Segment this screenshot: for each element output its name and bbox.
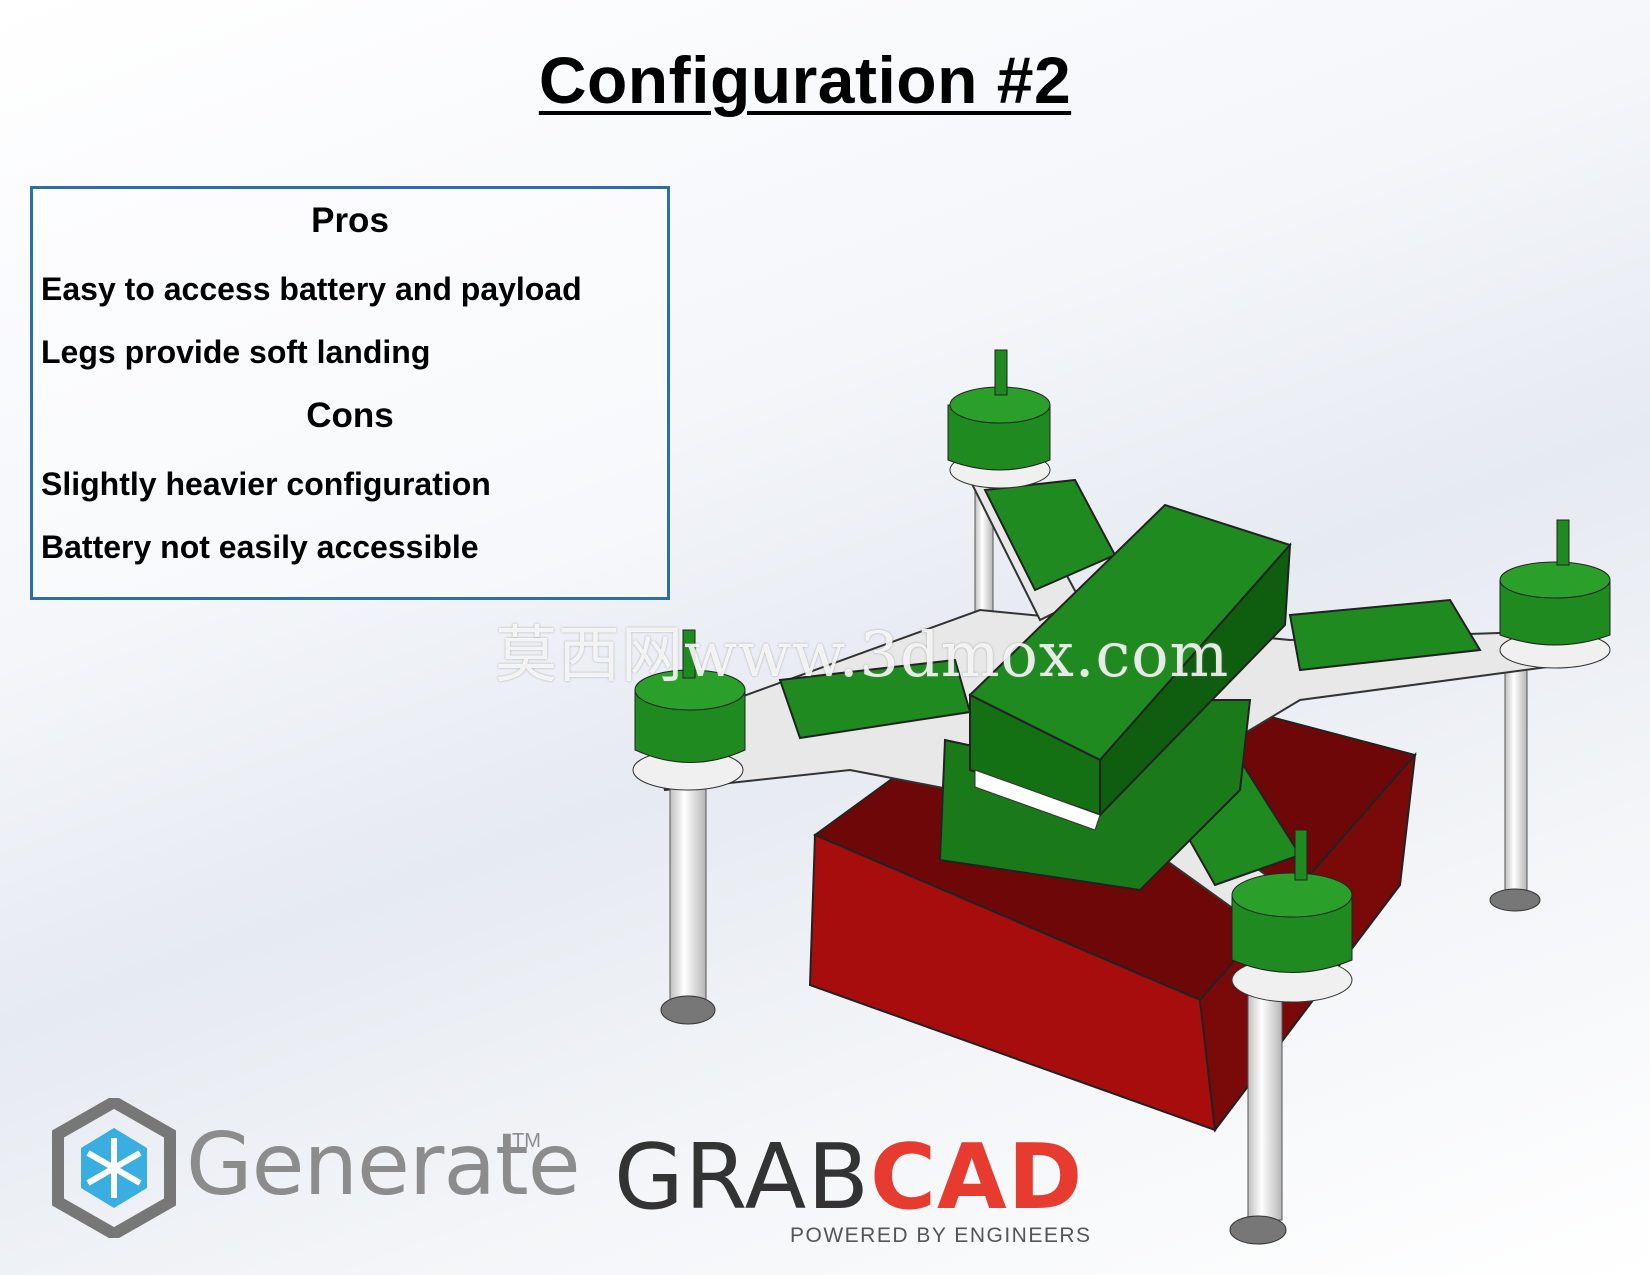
motor-front — [1231, 829, 1353, 1003]
grabcad-tagline: POWERED BY ENGINEERS — [790, 1224, 1092, 1247]
cons-item-2: Battery not easily accessible — [41, 529, 479, 565]
battery-block — [968, 503, 1292, 831]
cons-item-1: Slightly heavier configuration — [41, 466, 491, 502]
grabcad-logo-part1: GRAB — [614, 1125, 870, 1230]
motor-top — [947, 349, 1051, 489]
grabcad-logo-part2: CAD — [869, 1125, 1084, 1230]
pros-item-2: Legs provide soft landing — [41, 334, 431, 370]
drone-model-image — [632, 349, 1611, 1245]
watermark-text: 莫西网www.3dmox.com — [495, 618, 1230, 691]
generate-logo-icon — [52, 1098, 176, 1238]
pros-item-1: Easy to access battery and payload — [41, 271, 582, 307]
motor-left — [632, 629, 746, 791]
cons-heading: Cons — [306, 396, 394, 435]
motor-right — [1499, 519, 1611, 669]
pros-cons-box: Pros Easy to access battery and payload … — [30, 186, 670, 600]
slide-title: Configuration #2 — [538, 43, 1072, 117]
generate-logo-text: Generate — [186, 1115, 581, 1215]
pros-heading: Pros — [311, 201, 389, 240]
trademark-mark: TM — [512, 1130, 541, 1152]
grabcad-logo: GRABCAD — [614, 1133, 1083, 1223]
